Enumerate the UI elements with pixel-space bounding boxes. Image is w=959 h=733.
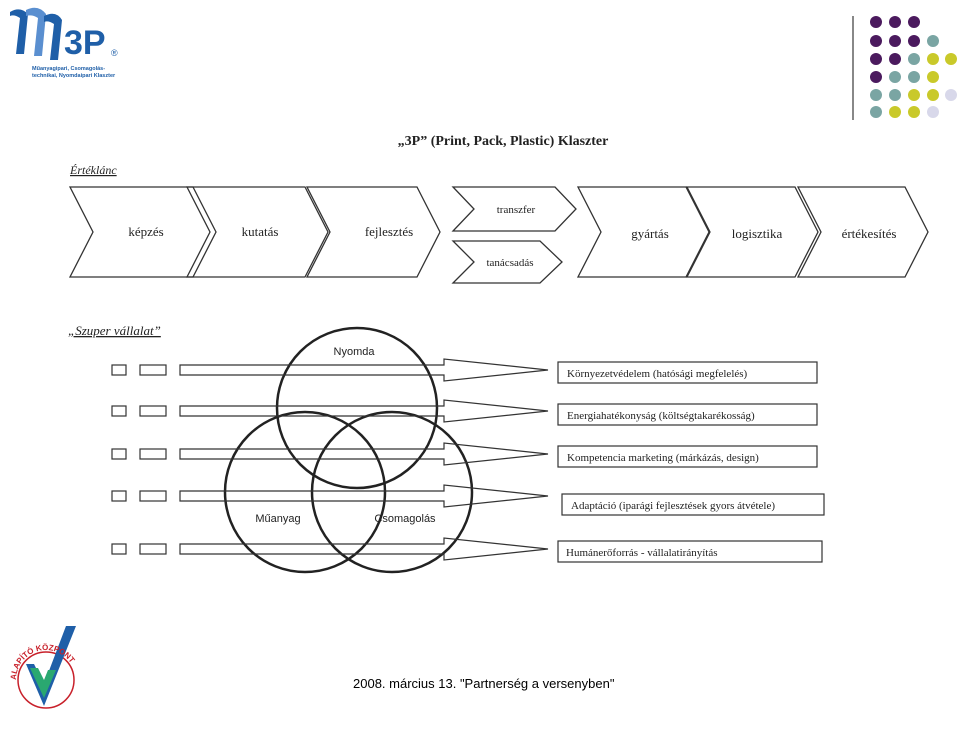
row2-arrow bbox=[179, 399, 549, 423]
row5-small-box-b bbox=[139, 543, 167, 555]
circle-label-muanyag: Műanyag bbox=[255, 513, 300, 525]
outcome-4: Adaptáció (iparági fejlesztések gyors át… bbox=[571, 500, 775, 512]
dot-row-4 bbox=[870, 71, 939, 83]
chain-step-2: kutatás bbox=[242, 224, 279, 239]
logo-3p: 3P ® Műanyagipari, Csomagolás- technikai… bbox=[4, 4, 144, 86]
dot-row-2 bbox=[870, 35, 939, 47]
chevron-tanacsadas bbox=[451, 240, 563, 284]
chain-step-5: logisztika bbox=[732, 226, 783, 241]
circle-nyomda bbox=[275, 326, 439, 490]
row3-arrow bbox=[179, 442, 549, 466]
chevron-kutatas bbox=[185, 186, 329, 278]
row3-outcome-box bbox=[557, 445, 818, 468]
row5-outcome-box bbox=[557, 540, 823, 563]
circle-muanyag bbox=[223, 410, 387, 574]
row3-small-box-a bbox=[111, 448, 127, 460]
decorative-dot-grid bbox=[852, 16, 957, 120]
logo-mark-icon: 3P ® bbox=[10, 7, 118, 62]
chain-step-4: gyártás bbox=[631, 226, 669, 241]
chevron-ertekesites bbox=[796, 186, 929, 278]
row2-small-box-a bbox=[111, 405, 127, 417]
outcome-3: Kompetencia marketing (márkázás, design) bbox=[567, 452, 759, 464]
dot-row-5 bbox=[870, 89, 957, 101]
check-mark-icon bbox=[26, 626, 76, 706]
dot-row-1 bbox=[870, 16, 920, 28]
row4-small-box-b bbox=[139, 490, 167, 502]
outcome-2: Energiahatékonyság (költségtakarékosság) bbox=[567, 410, 755, 422]
outcome-5: Humánerőforrás - vállalatirányítás bbox=[566, 547, 718, 559]
value-chain-label: Értéklánc bbox=[69, 163, 117, 177]
bottom-logo: ALAPÍTÓ KÖZPONT bbox=[9, 626, 77, 709]
logo-subtitle-2: technikai, Nyomdaipari Klaszter bbox=[32, 73, 116, 79]
chain-split-1: transzfer bbox=[497, 204, 536, 216]
dot-row-6 bbox=[870, 106, 939, 118]
logo-subtitle-1: Műanyagipari, Csomagolás- bbox=[32, 66, 106, 72]
chain-step-1: képzés bbox=[128, 224, 163, 239]
chevron-gyartas bbox=[576, 186, 710, 278]
chevron-fejlesztes bbox=[305, 186, 441, 278]
super-company-label: „Szuper vállalat” bbox=[68, 323, 161, 338]
footer-text: 2008. március 13. "Partnerség a versenyb… bbox=[353, 676, 615, 691]
chain-step-6: értékesítés bbox=[842, 226, 897, 241]
circle-csomagolas bbox=[310, 410, 474, 574]
row1-arrow bbox=[179, 358, 549, 382]
row2-small-box-b bbox=[139, 405, 167, 417]
row1-outcome-box bbox=[557, 361, 818, 384]
chain-step-3: fejlesztés bbox=[365, 224, 413, 239]
chain-split-2: tanácsadás bbox=[486, 257, 533, 269]
row4-arrow bbox=[179, 484, 549, 508]
circle-label-nyomda: Nyomda bbox=[334, 346, 376, 358]
chevron-transzfer bbox=[451, 186, 577, 232]
outcome-1: Környezetvédelem (hatósági megfelelés) bbox=[567, 368, 748, 380]
chevron-logisztika bbox=[685, 186, 819, 278]
slide-title: „3P” (Print, Pack, Plastic) Klaszter bbox=[398, 134, 609, 149]
dot-row-3 bbox=[870, 53, 957, 65]
row4-outcome-box bbox=[561, 493, 825, 516]
row1-small-box-b bbox=[139, 364, 167, 376]
logo-registered: ® bbox=[111, 48, 118, 58]
circle-label-csomagolas: Csomagolás bbox=[374, 513, 436, 525]
row3-small-box-b bbox=[139, 448, 167, 460]
row5-arrow bbox=[179, 537, 549, 561]
row5-small-box-a bbox=[111, 543, 127, 555]
row1-small-box-a bbox=[111, 364, 127, 376]
row2-outcome-box bbox=[557, 403, 818, 426]
row4-small-box-a bbox=[111, 490, 127, 502]
logo-brand: 3P bbox=[64, 24, 106, 62]
